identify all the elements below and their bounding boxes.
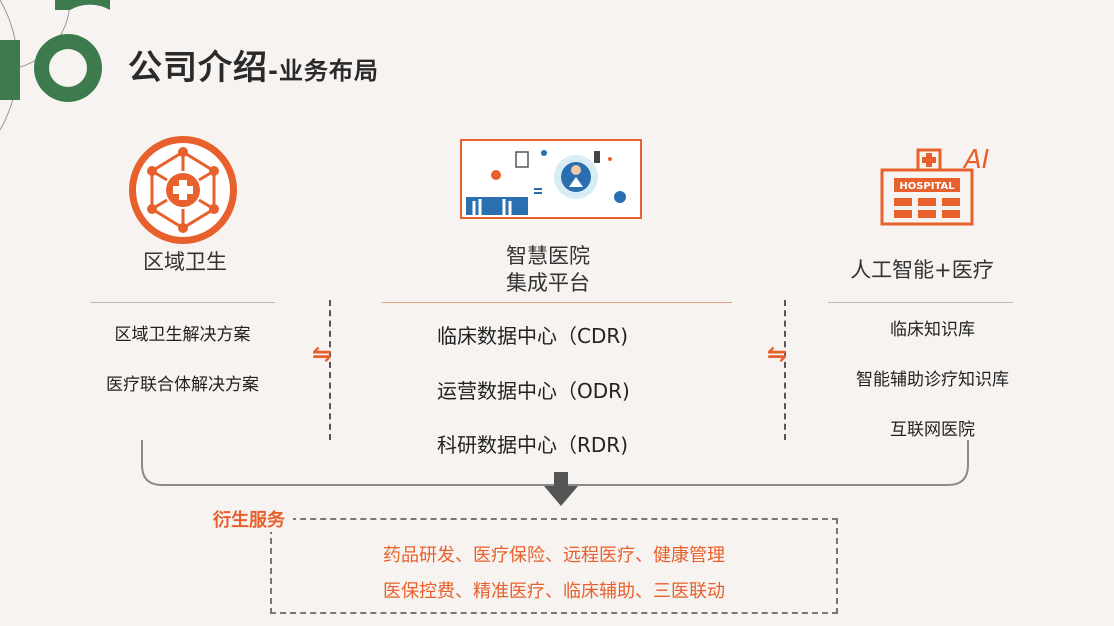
title-main: 公司介绍 bbox=[128, 48, 268, 88]
right-column-title: 人工智能+医疗 bbox=[850, 258, 994, 282]
center-title-line1: 智慧医院 bbox=[506, 244, 590, 268]
center-column-title: 智慧医院 集成平台 bbox=[473, 243, 623, 297]
corner-decoration bbox=[0, 0, 110, 131]
right-item: 临床知识库 bbox=[890, 320, 975, 340]
network-hospital-icon bbox=[129, 136, 237, 244]
page-title: 公司介绍-业务布局 bbox=[128, 40, 379, 89]
center-divider bbox=[382, 302, 732, 303]
right-item: 互联网医院 bbox=[890, 420, 975, 440]
hospital-ai-icon: HOSPITAL AI bbox=[880, 145, 989, 226]
bracket-connector bbox=[141, 440, 969, 506]
left-dashed-separator bbox=[329, 300, 331, 440]
left-item: 区域卫生解决方案 bbox=[114, 325, 251, 345]
left-divider bbox=[90, 302, 275, 303]
left-column-title: 区域卫生 bbox=[143, 250, 227, 274]
title-sub: -业务布局 bbox=[268, 57, 379, 85]
center-item: 科研数据中心（RDR) bbox=[437, 433, 628, 457]
center-item: 运营数据中心（ODR) bbox=[437, 379, 630, 403]
right-item: 智能辅助诊疗知识库 bbox=[856, 370, 1009, 390]
exchange-arrow-icon: ⇋ bbox=[767, 340, 788, 368]
left-item: 医疗联合体解决方案 bbox=[106, 375, 259, 395]
center-title-line2: 集成平台 bbox=[506, 271, 590, 295]
services-title: 衍生服务 bbox=[205, 506, 293, 532]
right-dashed-separator bbox=[784, 300, 786, 440]
center-item: 临床数据中心（CDR) bbox=[437, 324, 629, 348]
ai-text: AI bbox=[962, 145, 989, 175]
services-box bbox=[270, 518, 838, 614]
exchange-arrow-icon: ⇋ bbox=[312, 340, 333, 368]
right-divider bbox=[828, 302, 1013, 303]
hospital-sign-text: HOSPITAL bbox=[899, 181, 955, 192]
services-line: 药品研发、医疗保险、远程医疗、健康管理 bbox=[383, 545, 725, 566]
services-line: 医保控费、精准医疗、临床辅助、三医联动 bbox=[383, 581, 725, 602]
smart-hospital-illustration bbox=[460, 139, 642, 219]
